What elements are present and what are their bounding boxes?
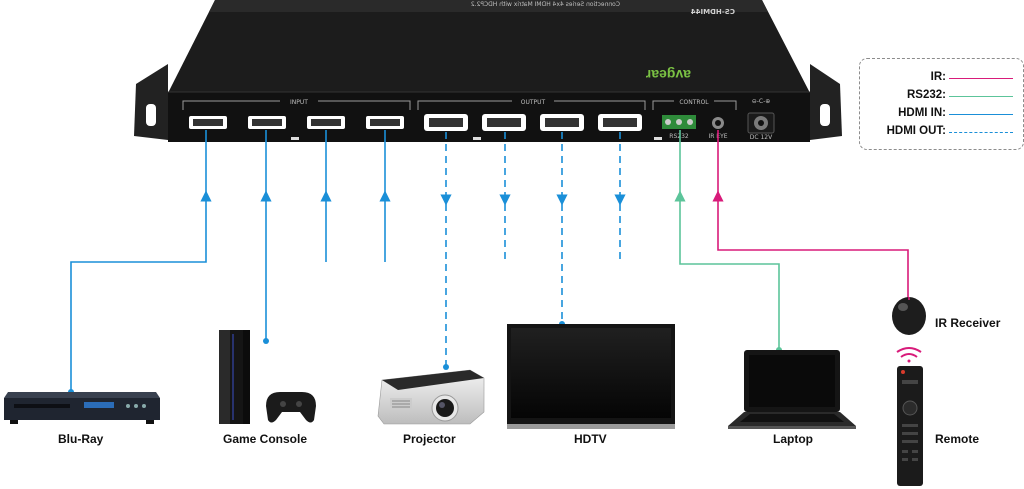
ir-eye-port[interactable]: [712, 117, 724, 129]
hdmi-input-port-1[interactable]: [189, 116, 227, 129]
ir-line-receiver: [717, 130, 909, 300]
left-rack-ear: [134, 64, 168, 140]
rs232-line-laptop: [679, 130, 780, 350]
hdmi-output-ports: [424, 114, 642, 131]
legend-box: IR: RS232: HDMI IN: HDMI OUT:: [859, 58, 1024, 150]
ir-receiver: [892, 297, 926, 335]
legend-rs232-line: [949, 96, 1013, 97]
legend-hdmi-in-label: HDMI IN:: [898, 107, 946, 119]
brand-logo: avgear: [645, 67, 691, 83]
ir-signal-waves-icon: [896, 347, 922, 363]
projector-label: Projector: [403, 432, 456, 446]
game-console: [219, 330, 316, 424]
hdtv: [507, 324, 675, 429]
legend-rs232-label: RS232:: [907, 89, 946, 101]
dc-power-port[interactable]: [747, 112, 775, 134]
control-section-label: CONTROL: [679, 99, 709, 106]
output-section-label: OUTPUT: [521, 99, 546, 106]
hdmi-in-line-bluray: [70, 130, 207, 392]
game-console-label: Game Console: [223, 432, 308, 446]
input-section-label: INPUT: [290, 99, 308, 106]
hdmi-output-port-3[interactable]: [540, 114, 584, 131]
hdmi-output-port-4[interactable]: [598, 114, 642, 131]
laptop-label: Laptop: [773, 432, 813, 446]
bluray-player: [4, 392, 160, 424]
rs232-port-label: RS232: [669, 133, 689, 140]
legend-ir-line: [949, 78, 1013, 79]
dc-port-label: DC 12V: [750, 134, 773, 141]
dc-polarity-icon: ⊖-C-⊕: [752, 98, 771, 105]
bluray-label: Blu-Ray: [58, 432, 104, 446]
remote-label: Remote: [935, 432, 980, 446]
hdmi-input-port-4[interactable]: [366, 116, 404, 129]
projector: [377, 369, 485, 425]
hdmi-output-port-1[interactable]: [424, 114, 468, 131]
legend-hdmi-in-line: [949, 114, 1013, 115]
legend-hdmi-out-label: HDMI OUT:: [886, 125, 946, 137]
legend-hdmi-out-line: [949, 132, 1013, 133]
legend-ir-label: IR:: [930, 71, 946, 83]
hdtv-label: HDTV: [574, 432, 607, 446]
hdmi-output-port-2[interactable]: [482, 114, 526, 131]
rs232-terminal-port[interactable]: [662, 115, 696, 129]
remote-control: [897, 366, 923, 486]
hdmi-input-port-3[interactable]: [307, 116, 345, 129]
right-rack-ear: [810, 64, 842, 140]
hdmi-input-ports: [189, 116, 404, 129]
model-text: CS-HDMI44: [691, 8, 735, 16]
hdmi-input-port-2[interactable]: [248, 116, 286, 129]
ir-receiver-label: IR Receiver: [935, 316, 1001, 330]
connections: [68, 130, 909, 395]
subtitle-text: Connection Series 4x4 HDMI Matrix with H…: [471, 1, 620, 8]
laptop: [728, 350, 856, 429]
hdmi-matrix-device: CS-HDMI44 Connection Series 4x4 HDMI Mat…: [134, 0, 842, 142]
